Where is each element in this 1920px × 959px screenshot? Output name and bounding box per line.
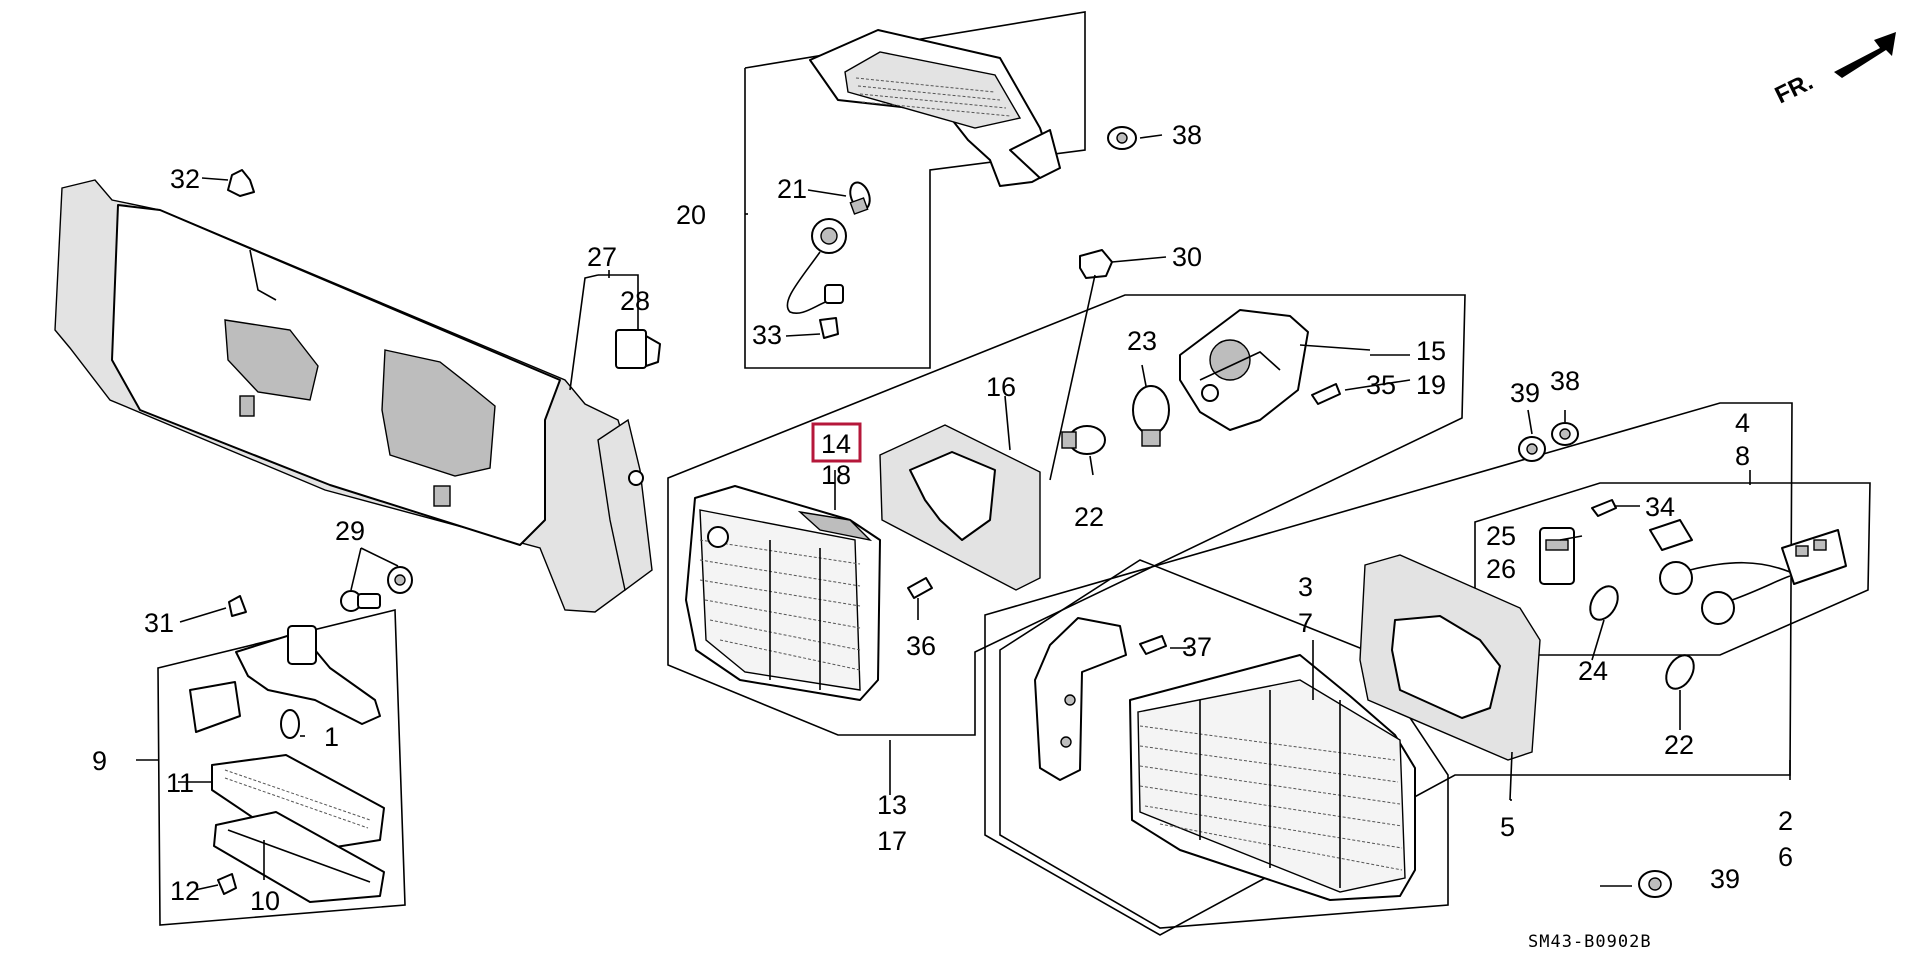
screw-36 — [907, 577, 933, 599]
group-box-13 — [667, 294, 1466, 736]
callout-30: 30 — [1172, 242, 1202, 272]
callout-13: 13 — [877, 790, 907, 820]
callout-29: 29 — [335, 516, 365, 546]
callout-23: 23 — [1127, 326, 1157, 356]
callout-15: 15 — [1416, 336, 1446, 366]
callout-38-b: 38 — [1550, 366, 1580, 396]
bolt-washer-29 — [340, 566, 413, 612]
screw-12 — [217, 873, 237, 895]
callout-22: 22 — [1074, 502, 1104, 532]
callout-6: 6 — [1778, 842, 1793, 872]
bulb-22-b — [1665, 654, 1695, 690]
socket-wire-33 — [786, 218, 847, 339]
screw-34 — [1591, 499, 1617, 517]
callout-36: 36 — [906, 631, 936, 661]
callout-32: 32 — [170, 164, 200, 194]
callout-7: 7 — [1298, 608, 1313, 638]
callout-14[interactable]: 14 — [821, 429, 851, 459]
callout-31: 31 — [144, 608, 174, 638]
callout-27: 27 — [587, 242, 617, 272]
front-direction-indicator: FR. — [1771, 32, 1896, 109]
trunk-garnish-panel — [54, 179, 653, 613]
lens-bracket — [1034, 617, 1127, 781]
callout-21: 21 — [777, 174, 807, 204]
callout-1: 1 — [324, 722, 339, 752]
callout-8: 8 — [1735, 441, 1750, 471]
callout-24: 24 — [1578, 656, 1608, 686]
front-label: FR. — [1771, 68, 1818, 109]
callout-3: 3 — [1298, 572, 1313, 602]
clip-30 — [1079, 249, 1113, 279]
callout-labels: 32 21 20 33 38 30 27 28 16 23 15 19 35 3… — [92, 120, 1793, 916]
callout-12: 12 — [170, 876, 200, 906]
socket-assembly-15 — [1179, 309, 1309, 431]
nut-39-b — [1638, 870, 1672, 898]
inner-lamp-assembly — [685, 485, 881, 701]
callout-9: 9 — [92, 746, 107, 776]
callout-37: 37 — [1182, 632, 1212, 662]
license-lamp-bracket — [235, 625, 381, 725]
seal-10 — [213, 811, 385, 903]
clip-32 — [227, 169, 255, 197]
screw-37 — [1139, 635, 1167, 655]
diagram-code: SM43-B0902B — [1528, 932, 1652, 952]
callout-22-b: 22 — [1664, 730, 1694, 760]
callout-18: 18 — [821, 460, 851, 490]
group-box-2 — [984, 402, 1793, 936]
callout-25: 25 — [1486, 521, 1516, 551]
callout-34: 34 — [1645, 492, 1675, 522]
callout-16: 16 — [986, 372, 1016, 402]
leader-lines — [136, 134, 1791, 891]
nut-38 — [1107, 126, 1137, 150]
gasket-16 — [879, 424, 1041, 591]
screw-35 — [1311, 383, 1341, 405]
clip-31 — [228, 595, 247, 617]
bulb-1 — [280, 709, 300, 739]
lens-11 — [211, 754, 385, 853]
callout-39: 39 — [1510, 378, 1540, 408]
callout-17: 17 — [877, 826, 907, 856]
callout-20: 20 — [676, 200, 706, 230]
callout-5: 5 — [1500, 812, 1515, 842]
callout-33: 33 — [752, 320, 782, 350]
callout-4: 4 — [1735, 408, 1750, 438]
bulb-24 — [1589, 585, 1619, 621]
bulb-22 — [1061, 425, 1106, 455]
arrow-icon — [1834, 32, 1896, 78]
high-mount-stop-light — [809, 29, 1061, 187]
group-box-3 — [999, 559, 1449, 929]
callout-39-b: 39 — [1710, 864, 1740, 894]
callout-28: 28 — [620, 286, 650, 316]
callout-11: 11 — [166, 768, 194, 798]
callout-26: 26 — [1486, 554, 1516, 584]
grommet-28 — [615, 329, 661, 369]
nut-39 — [1518, 436, 1546, 462]
callout-19: 19 — [1416, 370, 1446, 400]
callout-38: 38 — [1172, 120, 1202, 150]
callout-35: 35 — [1366, 370, 1396, 400]
callout-2: 2 — [1778, 806, 1793, 836]
group-box-20 — [744, 11, 1086, 369]
bulb-21 — [849, 181, 871, 215]
outer-lamp-housing — [1129, 654, 1416, 901]
gasket-5 — [1359, 554, 1541, 761]
license-lamp-cover — [189, 681, 241, 733]
socket-harness — [1539, 519, 1847, 625]
nut-38-b — [1551, 422, 1579, 446]
callout-highlight-box — [811, 422, 862, 463]
bulb-23 — [1132, 385, 1170, 447]
callout-10: 10 — [250, 886, 280, 916]
